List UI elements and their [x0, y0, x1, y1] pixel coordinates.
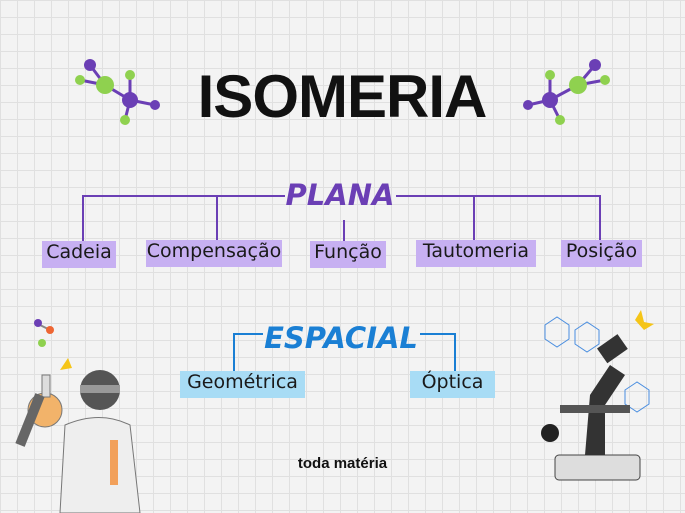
box-compensacao: Compensação: [146, 240, 282, 267]
connector: [82, 195, 285, 197]
box-cadeia: Cadeia: [42, 241, 116, 268]
connector: [396, 195, 601, 197]
box-posicao: Posição: [561, 240, 642, 267]
connector: [599, 195, 601, 241]
box-geometrica: Geométrica: [180, 371, 305, 398]
box-funcao: Função: [310, 241, 386, 268]
connector: [233, 333, 263, 335]
page-title: ISOMERIA: [197, 63, 488, 130]
box-optica: Óptica: [410, 371, 495, 398]
connector: [454, 333, 456, 373]
plana-heading: PLANA: [285, 178, 395, 212]
brand-logo: toda matéria: [297, 455, 388, 472]
molecule-icon-left: [75, 59, 160, 125]
scientist-illustration: [15, 319, 141, 513]
connector: [216, 195, 218, 241]
molecule-icon-right: [523, 59, 610, 125]
microscope-illustration: [541, 310, 654, 481]
connector: [233, 333, 235, 373]
connector: [343, 220, 345, 241]
connector: [473, 195, 475, 241]
espacial-heading: ESPACIAL: [264, 321, 418, 355]
box-tautomeria: Tautomeria: [416, 240, 536, 267]
connector: [82, 195, 84, 241]
connector: [420, 333, 456, 335]
